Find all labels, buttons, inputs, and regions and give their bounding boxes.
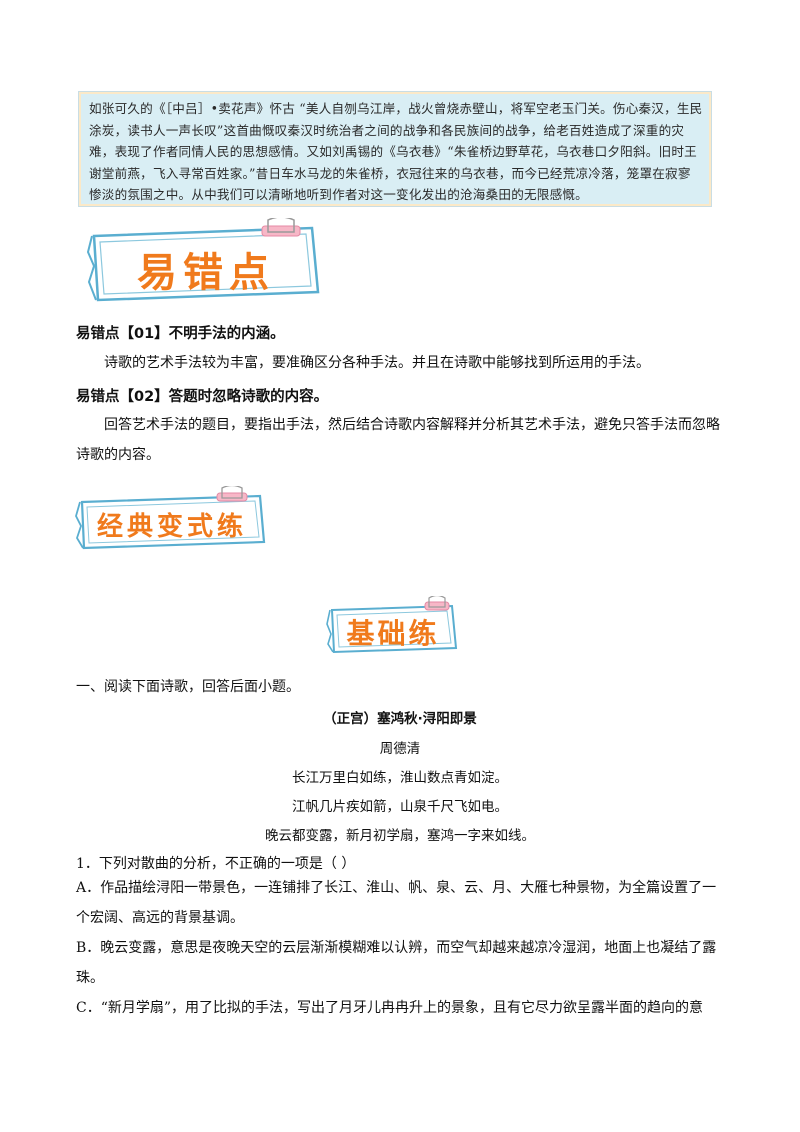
paper-clip-icon: [216, 486, 248, 502]
question-stem: 1．下列对散曲的分析，不正确的一项是（ ）: [76, 856, 356, 872]
poem-line-1: 长江万里白如练，淮山数点青如淀。: [292, 770, 508, 786]
error-text-1: 诗歌的艺术手法较为丰富，要准确区分各种手法。并且在诗歌中能够找到所运用的手法。: [104, 355, 650, 371]
banner-errors-frame: [86, 226, 320, 302]
poem-line-2: 江帆几片疾如箭，山泉千尺飞如电。: [292, 799, 508, 815]
intro-text: 如张可久的《［中吕］•卖花声》怀古 “美人自刎乌江岸，战火曾烧赤壁山，将军空老玉…: [89, 101, 703, 202]
poem-author: 周德清: [379, 741, 421, 757]
section-intro: 一、阅读下面诗歌，回答后面小题。: [76, 679, 300, 695]
intro-box: 如张可久的《［中吕］•卖花声》怀古 “美人自刎乌江岸，战火曾烧赤壁山，将军空老玉…: [78, 91, 712, 207]
error-heading-2: 易错点【02】答题时忽略诗歌的内容。: [76, 389, 329, 405]
banner-basic: 基础练: [326, 596, 460, 656]
option-a: A．作品描绘浔阳一带景色，一连铺排了长江、淮山、帆、泉、云、月、大雁七种景物，为…: [76, 880, 717, 926]
banner-errors-title: 易错点: [137, 250, 275, 296]
banner-basic-frame: [326, 604, 458, 654]
banner-classic-frame: [75, 494, 266, 550]
option-c: C．“新月学扇”，用了比拟的手法，写出了月牙儿冉冉升上的景象，且有它尽力欲呈露半…: [76, 1000, 704, 1016]
error-text-2: 回答艺术手法的题目，要指出手法，然后结合诗歌内容解释并分析其艺术手法，避免只答手…: [76, 417, 720, 463]
option-b: B．晚云变露，意思是夜晚天空的云层渐渐模糊难以认辨，而空气却越来越凉冷湿润，地面…: [76, 940, 717, 986]
poem-title: （正宫）塞鸿秋·浔阳即景: [323, 711, 477, 727]
paper-clip-icon: [424, 596, 450, 611]
poem-line-3: 晚云都变露，新月初学扇，塞鸿一字来如线。: [265, 828, 535, 844]
banner-classic-title: 经典变式练: [96, 512, 247, 542]
banner-basic-title: 基础练: [346, 617, 440, 650]
banner-classic: 经典变式练: [74, 486, 270, 552]
paper-clip-icon: [261, 218, 301, 237]
error-heading-1: 易错点【01】不明手法的内涵。: [76, 326, 285, 342]
banner-errors: 易错点: [86, 218, 326, 304]
